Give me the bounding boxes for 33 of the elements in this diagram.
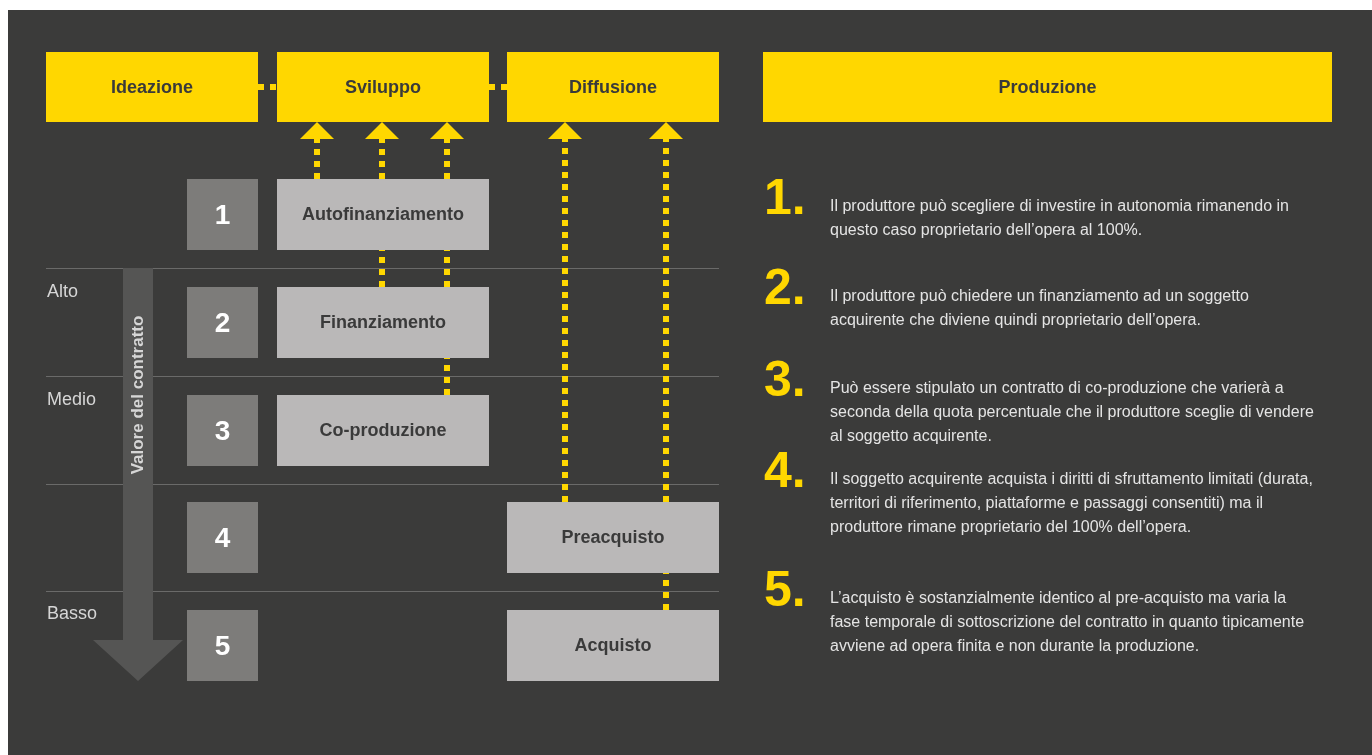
- number-tile: 4: [187, 502, 258, 573]
- dotted-arrow: [548, 122, 582, 502]
- step-description: L’acquisto è sostanzialmente identico al pre-acquisto ma varia la fase temporale di sottoscrizione del contratto in quanto tipicamente avviene ad opera finita e non durante la produzione.: [830, 588, 1306, 656]
- level-label: Medio: [47, 388, 97, 411]
- step-number: 4.: [764, 445, 806, 495]
- number-tile: 1: [187, 179, 258, 250]
- number-tile: 2: [187, 287, 258, 358]
- dotted-arrow: [430, 122, 464, 179]
- category-box: Autofinanziamento: [277, 179, 489, 250]
- step-description: Il produttore può scegliere di investire in autonomia rimanendo in questo caso proprietario dell’opera al 100%.: [830, 196, 1290, 240]
- dotted-arrow: [649, 122, 683, 502]
- step-number: 3.: [764, 354, 806, 404]
- step-description: Il produttore può chiedere un finanziamento ad un soggetto acquirente che diviene quindi proprietario dell’opera.: [830, 286, 1250, 330]
- stage-header: Diffusione: [507, 52, 719, 122]
- stage-header: Sviluppo: [277, 52, 489, 122]
- category-box: Finanziamento: [277, 287, 489, 358]
- number-tile: 3: [187, 395, 258, 466]
- step-description: Può essere stipulato un contratto di co-produzione che varierà a seconda della quota percentuale che il produttore sceglie di vendere al soggetto acquirente.: [830, 378, 1315, 446]
- dotted-arrow: [365, 122, 399, 179]
- level-label: Basso: [47, 602, 98, 625]
- step-description: Il soggetto acquirente acquista i diritti di sfruttamento limitati (durata, territori di riferimento, piattaforme e passaggi consentiti) ma il produttore rimane proprietario del 100% dell’opera.: [830, 469, 1314, 537]
- category-box: Co-produzione: [277, 395, 489, 466]
- stage-header: Produzione: [763, 52, 1332, 122]
- step-number: 1.: [764, 172, 806, 222]
- category-box: Preacquisto: [507, 502, 719, 573]
- level-label: Alto: [47, 280, 79, 303]
- number-tile: 5: [187, 610, 258, 681]
- axis-label: Valore del contratto: [127, 315, 149, 475]
- dotted-arrow: [300, 122, 334, 179]
- step-number: 2.: [764, 262, 806, 312]
- stage-header: Ideazione: [46, 52, 258, 122]
- step-number: 5.: [764, 564, 806, 614]
- category-box: Acquisto: [507, 610, 719, 681]
